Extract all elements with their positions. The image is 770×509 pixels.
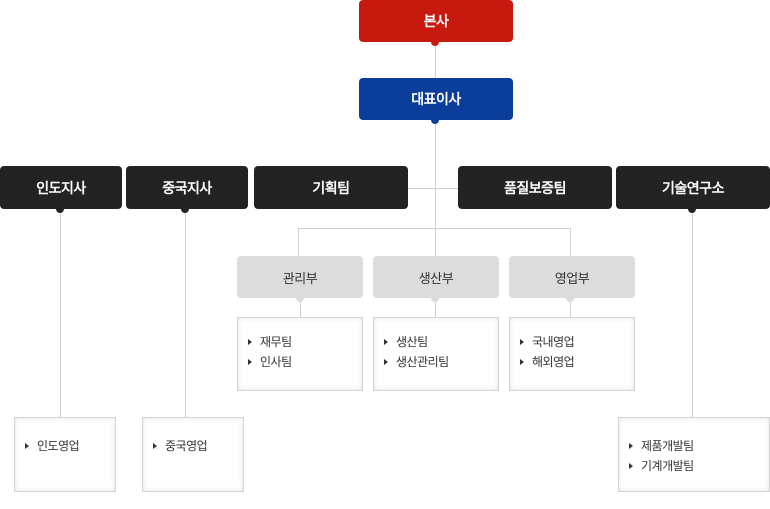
production-dept-node: 생산부 bbox=[373, 256, 499, 298]
triangle-right-icon bbox=[248, 359, 252, 365]
list-item: 생산관리팀 bbox=[384, 352, 498, 372]
sales-dept-node: 영업부 bbox=[509, 256, 635, 298]
list-item: 국내영업 bbox=[520, 332, 634, 352]
team-label: 중국영업 bbox=[165, 439, 208, 453]
team-label: 생산관리팀 bbox=[396, 355, 449, 369]
connector-india-teams bbox=[60, 209, 61, 418]
india-branch-node: 인도지사 bbox=[0, 166, 122, 209]
list-item: 중국영업 bbox=[153, 436, 243, 456]
connector-sales-dept bbox=[570, 228, 571, 257]
list-item: 생산팀 bbox=[384, 332, 498, 352]
hq-connector-dot bbox=[431, 38, 439, 46]
hq-node: 본사 bbox=[359, 0, 513, 42]
connector-china-teams bbox=[185, 209, 186, 418]
team-label: 인사팀 bbox=[260, 355, 292, 369]
triangle-right-icon bbox=[384, 359, 388, 365]
ceo-node: 대표이사 bbox=[359, 78, 513, 120]
triangle-right-icon bbox=[248, 339, 252, 345]
team-label: 제품개발팀 bbox=[641, 439, 694, 453]
triangle-right-icon bbox=[520, 339, 524, 345]
connector-planning-qa bbox=[408, 188, 458, 189]
list-item: 제품개발팀 bbox=[629, 436, 769, 456]
connector-departments bbox=[298, 228, 570, 229]
connector-sales-teams bbox=[570, 298, 571, 318]
team-label: 인도영업 bbox=[37, 439, 80, 453]
sales-dept-dot bbox=[566, 294, 574, 302]
production-dept-dot bbox=[431, 294, 439, 302]
list-item: 해외영업 bbox=[520, 352, 634, 372]
triangle-right-icon bbox=[384, 339, 388, 345]
connector-production-teams bbox=[435, 298, 436, 318]
china-connector-dot bbox=[181, 205, 189, 213]
triangle-right-icon bbox=[25, 443, 29, 449]
connector-rnd-teams bbox=[692, 209, 693, 418]
list-item: 인도영업 bbox=[25, 436, 115, 456]
team-label: 재무팀 bbox=[260, 335, 292, 349]
triangle-right-icon bbox=[153, 443, 157, 449]
ceo-connector-dot bbox=[431, 116, 439, 124]
team-label: 해외영업 bbox=[532, 355, 575, 369]
rnd-center-node: 기술연구소 bbox=[616, 166, 770, 209]
rnd-connector-dot bbox=[688, 205, 696, 213]
triangle-right-icon bbox=[520, 359, 524, 365]
team-label: 기계개발팀 bbox=[641, 459, 694, 473]
rnd-teams-box: 제품개발팀 기계개발팀 bbox=[618, 417, 770, 492]
india-connector-dot bbox=[56, 205, 64, 213]
planning-team-node: 기획팀 bbox=[254, 166, 408, 209]
china-teams-box: 중국영업 bbox=[142, 417, 244, 492]
china-branch-node: 중국지사 bbox=[126, 166, 248, 209]
sales-teams-box: 국내영업 해외영업 bbox=[509, 317, 635, 391]
connector-admin-teams bbox=[300, 298, 301, 318]
connector-hq-ceo bbox=[435, 42, 436, 79]
team-label: 국내영업 bbox=[532, 335, 575, 349]
triangle-right-icon bbox=[629, 443, 633, 449]
triangle-right-icon bbox=[629, 463, 633, 469]
list-item: 기계개발팀 bbox=[629, 456, 769, 476]
admin-dept-node: 관리부 bbox=[237, 256, 363, 298]
list-item: 인사팀 bbox=[248, 352, 362, 372]
india-teams-box: 인도영업 bbox=[14, 417, 116, 492]
team-label: 생산팀 bbox=[396, 335, 428, 349]
connector-admin-dept bbox=[298, 228, 299, 257]
qa-team-node: 품질보증팀 bbox=[458, 166, 612, 209]
production-teams-box: 생산팀 생산관리팀 bbox=[373, 317, 499, 391]
admin-dept-dot bbox=[296, 294, 304, 302]
admin-teams-box: 재무팀 인사팀 bbox=[237, 317, 363, 391]
list-item: 재무팀 bbox=[248, 332, 362, 352]
